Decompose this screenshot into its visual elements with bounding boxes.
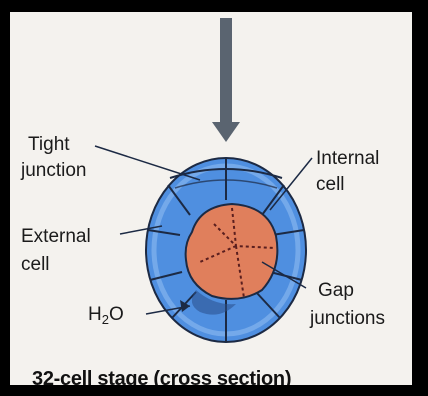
label-h2o: H2O bbox=[88, 304, 124, 326]
label-internal-cell: cell bbox=[316, 174, 345, 196]
paper-background: Tight junction Internal cell External ce… bbox=[10, 12, 412, 385]
label-external: External bbox=[21, 226, 91, 248]
h2o-subscript: 2 bbox=[102, 312, 109, 327]
down-arrow-icon bbox=[212, 18, 240, 142]
figure-caption: 32-cell stage (cross section) bbox=[32, 368, 291, 385]
label-junctions: junctions bbox=[310, 308, 385, 330]
label-junction: junction bbox=[21, 160, 87, 182]
internal-cell-mass bbox=[186, 204, 278, 299]
h2o-h: H bbox=[88, 304, 102, 325]
label-internal: Internal bbox=[316, 148, 379, 170]
label-external-cell: cell bbox=[21, 254, 50, 276]
label-tight: Tight bbox=[28, 134, 70, 156]
h2o-o: O bbox=[109, 304, 124, 325]
label-gap: Gap bbox=[318, 280, 354, 302]
